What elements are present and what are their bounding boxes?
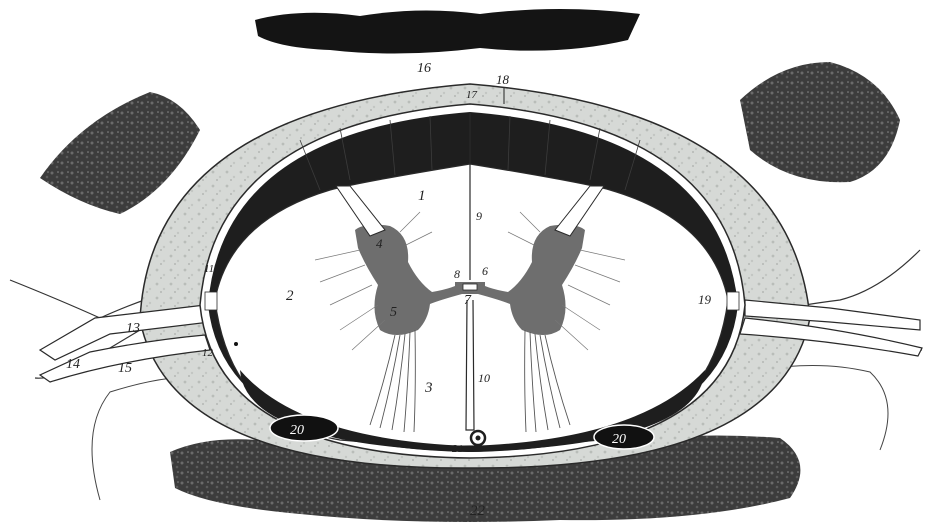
anterior-spinal-artery-lumen [476,436,481,441]
label-19: 19 [698,292,712,307]
label-17: 17 [466,89,478,101]
label-20-right: 20 [612,432,626,447]
label-4: 4 [376,236,383,251]
label-9: 9 [476,209,482,223]
label-3: 3 [424,380,433,396]
label-14: 14 [66,357,80,372]
label-18: 18 [496,72,510,87]
label-13: 13 [126,321,140,336]
ventral-median-fissure [466,300,474,430]
left-denticulate-ligament [205,292,217,310]
label-15: 15 [118,361,132,376]
small-vessel-dot [234,342,238,346]
label-2: 2 [286,288,294,304]
label-21: 21 [452,443,463,455]
upper-left-bone [40,92,200,214]
label-8: 8 [454,267,460,281]
label-11: 11 [204,263,214,275]
label-1: 1 [418,188,426,204]
label-7: 7 [464,293,472,308]
left-vein-20 [270,415,338,441]
label-16: 16 [417,61,431,76]
label-5: 5 [390,305,397,320]
label-20-left: 20 [290,423,304,438]
central-canal [463,284,477,290]
right-denticulate-ligament [727,292,739,310]
label-12: 12 [202,347,214,359]
upper-right-bone [740,62,900,182]
label-10: 10 [478,371,490,385]
label-6: 6 [482,264,488,278]
label-22: 22 [470,503,486,519]
top-bone-mass [255,9,640,54]
